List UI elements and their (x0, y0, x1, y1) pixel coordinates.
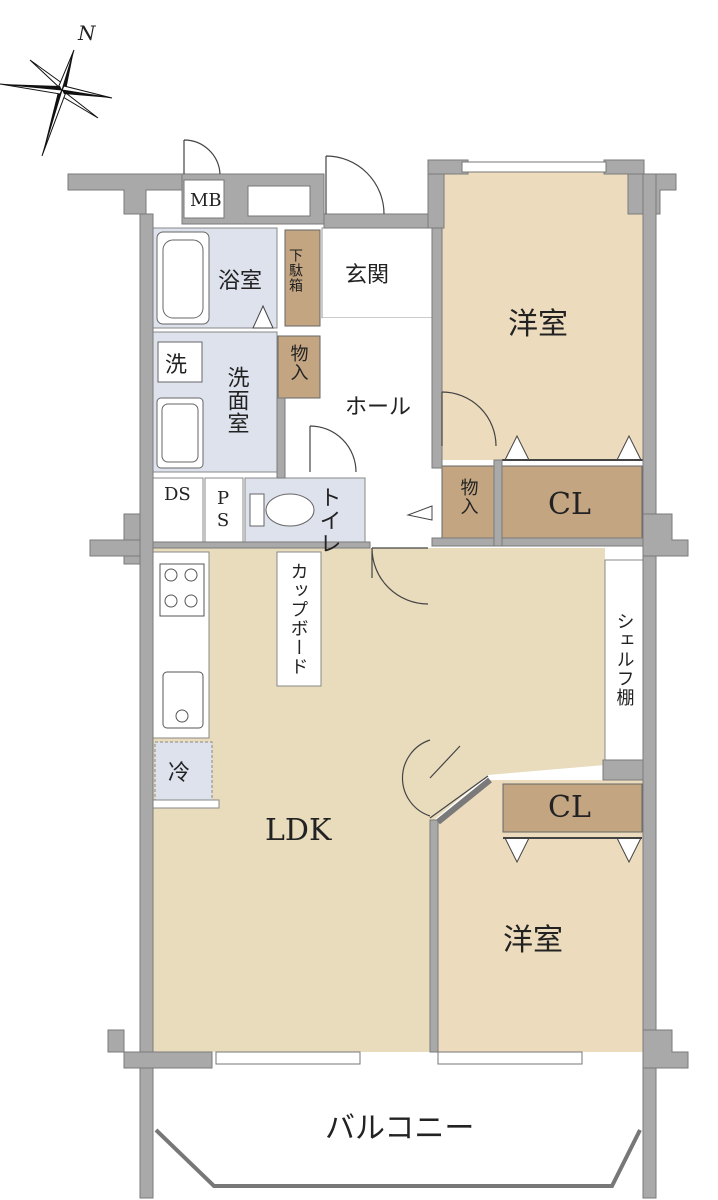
shelf-label: シェルフ棚 (614, 612, 635, 707)
compass-north-label: N (77, 21, 97, 45)
ds-shaft (152, 477, 204, 543)
western-room-2-floor (438, 780, 643, 1052)
mb-box (183, 179, 225, 219)
closet-2 (502, 783, 643, 833)
balcony-railing (154, 1128, 642, 1188)
ds-label: DS (164, 484, 191, 505)
western-room-1-label: 洋室 (508, 307, 568, 342)
washing-label: 洗 (165, 353, 187, 378)
washbasin-icon (156, 397, 204, 469)
ldk-label: LDK (265, 813, 332, 848)
ps-label: PS (213, 488, 234, 532)
storage-1 (277, 335, 321, 399)
windows (215, 161, 607, 1065)
compass-icon (0, 49, 113, 157)
shoe-cabinet-label: 下駄箱 (287, 248, 303, 293)
fridge-space (154, 741, 213, 801)
shelf (604, 559, 644, 761)
mb-label: MB (190, 190, 222, 211)
cupboard (276, 551, 322, 687)
western-room-2-label: 洋室 (503, 923, 563, 958)
western-room-1-floor (442, 172, 643, 460)
ps-shaft (204, 477, 244, 543)
bathtub-icon (156, 231, 210, 325)
closet-1-label: CL (548, 487, 591, 522)
doors (183, 139, 497, 819)
storage-1-label: 物入 (288, 344, 309, 382)
balcony-label: バルコニー (325, 1111, 474, 1146)
toilet-label: トイレ (316, 486, 341, 555)
washroom-label: 洗面室 (224, 366, 250, 435)
shoe-cabinet (284, 229, 321, 327)
closet-1 (501, 465, 643, 539)
storage-2 (441, 465, 495, 539)
bathroom-label: 浴室 (218, 269, 262, 294)
storage-2-label: 物入 (458, 478, 479, 516)
stove-icon (159, 563, 205, 617)
kitchen-sink-icon (162, 671, 204, 729)
washing-machine-icon (157, 341, 203, 383)
toilet-icon (249, 493, 315, 527)
hall-label: ホール (345, 395, 411, 420)
fridge-label: 冷 (168, 761, 190, 786)
ldk-floor (153, 545, 605, 1052)
genkan-label: 玄関 (345, 263, 389, 288)
cupboard-label: カップボード (288, 562, 309, 676)
closet-2-label: CL (548, 790, 591, 825)
